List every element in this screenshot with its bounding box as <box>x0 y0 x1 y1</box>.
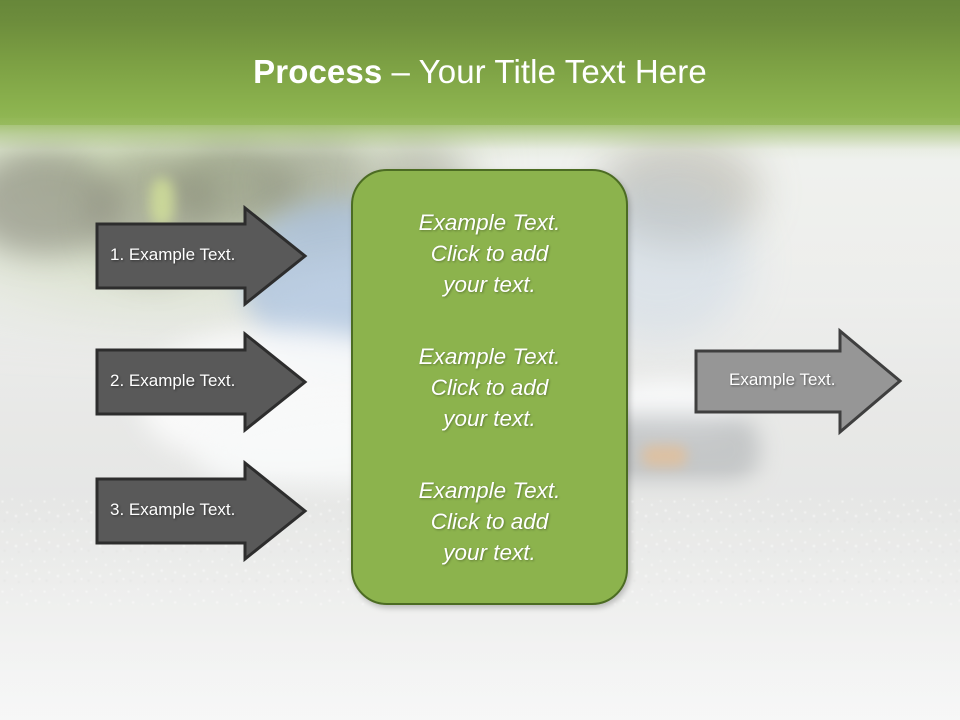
input-arrow-3-label: 3. Example Text. <box>110 500 236 519</box>
arrow-right-icon <box>694 327 903 436</box>
title-banner-fade <box>0 118 960 160</box>
page-title: Process – Your Title Text Here <box>0 52 960 92</box>
center-paragraph-3: Example Text. Click to add your text. <box>418 478 561 565</box>
page-title-rest: – Your Title Text Here <box>382 53 707 90</box>
input-arrow-1-label: 1. Example Text. <box>110 245 236 264</box>
output-arrow[interactable]: Example Text. <box>694 327 903 436</box>
background-highlight-shape <box>150 178 174 226</box>
output-arrow-label: Example Text. <box>729 370 836 389</box>
input-arrow-3[interactable]: 3. Example Text. <box>95 459 308 563</box>
arrow-right-icon <box>95 459 308 563</box>
center-content-box[interactable]: Example Text. Click to add your text. Ex… <box>351 169 628 605</box>
background-shoe-accent-shape <box>642 445 687 467</box>
center-paragraph-1: Example Text. Click to add your text. <box>418 210 561 297</box>
page-title-bold: Process <box>253 53 383 90</box>
arrow-right-icon <box>95 204 308 308</box>
arrow-right-icon <box>95 330 308 434</box>
input-arrow-2[interactable]: 2. Example Text. <box>95 330 308 434</box>
input-arrow-2-label: 2. Example Text. <box>110 371 236 390</box>
title-banner <box>0 0 960 125</box>
center-paragraph-2: Example Text. Click to add your text. <box>418 344 561 431</box>
input-arrow-1[interactable]: 1. Example Text. <box>95 204 308 308</box>
